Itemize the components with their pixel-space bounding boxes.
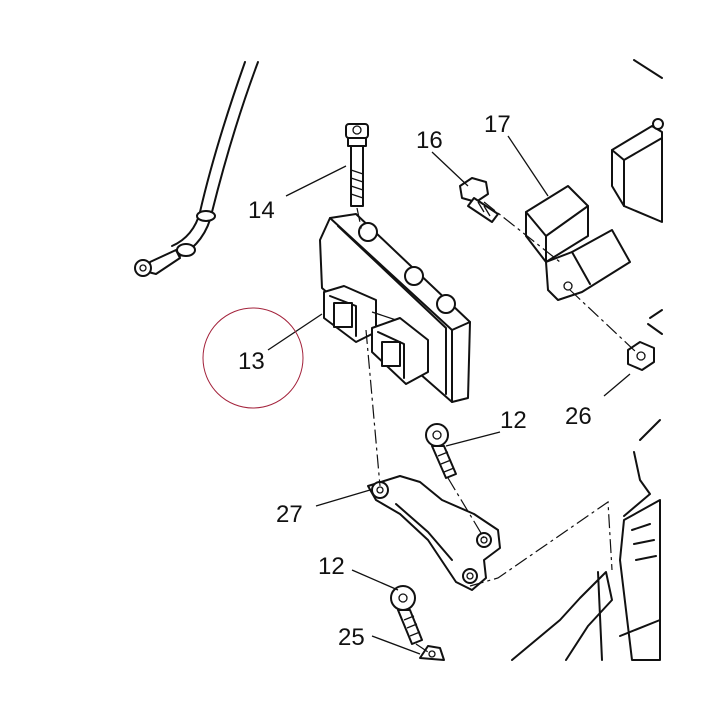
frame-fragment-bottom-right (511, 419, 661, 661)
module-13 (319, 213, 471, 403)
washer-25 (419, 645, 445, 661)
bracket-17 (525, 185, 631, 301)
nut-26 (627, 309, 663, 371)
assembly-lines (356, 201, 637, 653)
highlight-circle (202, 307, 304, 409)
leader-lines (267, 135, 631, 655)
bolt-16 (459, 177, 499, 223)
wire-harness (134, 61, 259, 277)
bolt-12-upper (425, 423, 457, 479)
callout-12-lower: 12 (318, 553, 345, 580)
callout-16: 16 (416, 127, 443, 154)
frame-fragment-top-right (611, 59, 664, 223)
bolt-12-lower (390, 585, 423, 645)
callout-14: 14 (248, 197, 275, 224)
plate-27 (367, 475, 501, 591)
callout-12-upper: 12 (500, 407, 527, 434)
bolt-14 (345, 123, 369, 207)
callout-13: 13 (238, 348, 265, 375)
callout-17: 17 (484, 111, 511, 138)
callout-25: 25 (338, 624, 365, 651)
callout-26: 26 (565, 403, 592, 430)
callout-27: 27 (276, 501, 303, 528)
